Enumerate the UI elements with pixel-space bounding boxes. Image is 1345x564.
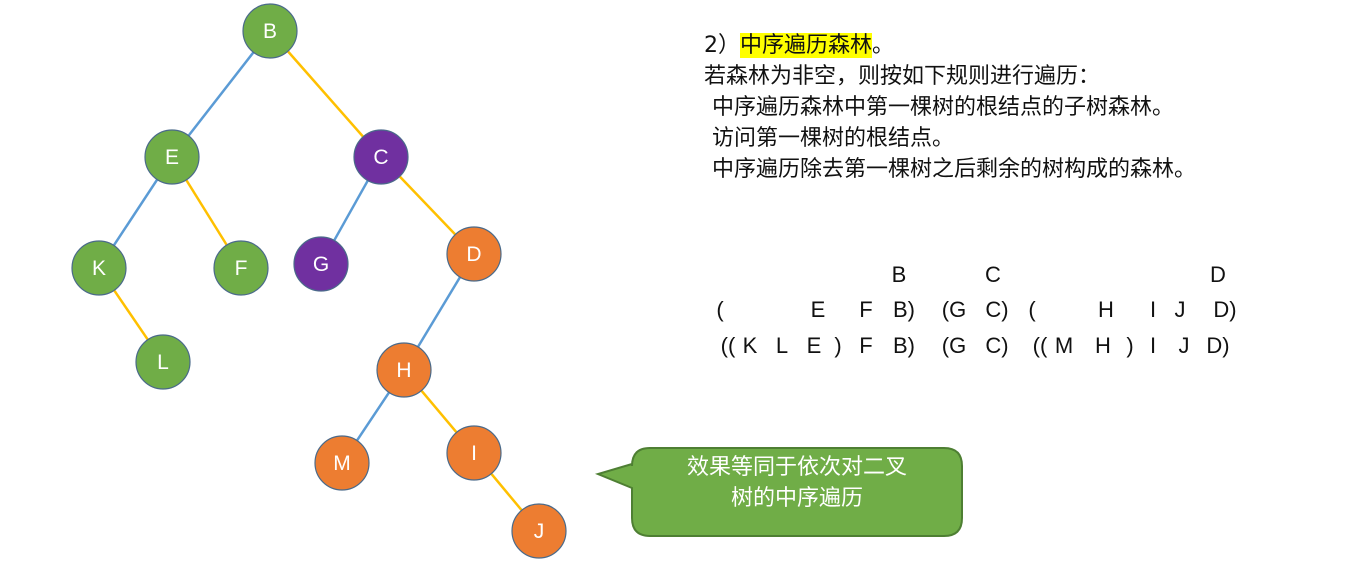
sequence-row0-token: D — [1210, 262, 1226, 287]
node-label-L: L — [157, 351, 169, 374]
edge-B-E — [186, 49, 256, 139]
sequence-row1-token: ( — [1028, 297, 1036, 322]
sequence-row2-token: K — [742, 333, 758, 358]
node-circle-C — [353, 129, 409, 185]
node-H: H — [376, 342, 432, 398]
sequence-row1-token: J — [1174, 297, 1186, 322]
edge-C-D — [397, 174, 458, 237]
sequence-row1-token: (G — [941, 297, 967, 322]
callout-line-2: 树的中序遍历 — [730, 486, 863, 511]
binary-tree-diagram: B E C K F G D L H M I J — [71, 3, 567, 559]
sequence-row2-token: ) — [834, 333, 842, 358]
sequence-row1-token: C) — [985, 297, 1009, 322]
node-label-B: B — [263, 20, 277, 43]
node-label-E: E — [165, 146, 179, 169]
heading-highlight: 中序遍历森林 — [740, 33, 873, 58]
node-label-G: G — [313, 253, 329, 276]
rule-step-1: 中序遍历森林中第一棵树的根结点的子树森林。 — [712, 95, 1175, 120]
node-E: E — [144, 129, 200, 185]
traversal-description: 2）中序遍历森林。 若森林为非空，则按如下规则进行遍历： 中序遍历森林中第一棵树… — [704, 30, 1196, 185]
sequence-row2-token: F — [859, 333, 873, 358]
sequence-row2-token: J — [1178, 333, 1190, 358]
edge-E-F — [184, 177, 229, 248]
sequence-row1-token: H — [1098, 297, 1114, 322]
node-K: K — [71, 240, 127, 296]
rule-intro: 若森林为非空，则按如下规则进行遍历： — [704, 64, 1101, 89]
sequence-row1-token: D) — [1213, 297, 1237, 322]
sequence-row2-token: L — [775, 333, 789, 358]
sequence-row2-token: M — [1054, 333, 1074, 358]
sequence-row2-token: E — [806, 333, 822, 358]
callout-bubble — [594, 447, 963, 537]
heading-number: 2） — [704, 33, 740, 58]
node-circle-K — [71, 240, 127, 296]
sequence-row2-token: ) — [1126, 333, 1134, 358]
node-circle-B — [242, 3, 298, 59]
edge-H-M — [354, 390, 392, 443]
sequence-row2-token: H — [1095, 333, 1111, 358]
sequence-row1-token: E — [810, 297, 826, 322]
sequence-row2-token: (( — [1032, 333, 1048, 358]
node-B: B — [242, 3, 298, 59]
node-label-D: D — [466, 243, 481, 266]
node-I: I — [446, 425, 502, 481]
node-label-M: M — [333, 452, 351, 475]
node-label-I: I — [471, 442, 477, 465]
rule-step-2: 访问第一棵树的根结点。 — [712, 126, 955, 151]
edge-E-K — [111, 177, 160, 248]
node-circle-H — [376, 342, 432, 398]
heading: 2）中序遍历森林。 — [704, 30, 1196, 61]
node-circle-G — [293, 236, 349, 292]
sequence-row2-token: B) — [893, 333, 915, 358]
node-label-F: F — [235, 257, 248, 280]
edge-C-G — [332, 178, 370, 243]
edge-D-H — [415, 274, 463, 350]
edge-B-C — [285, 48, 366, 140]
edge-H-I — [419, 388, 459, 435]
node-C: C — [353, 129, 409, 185]
node-circle-E — [144, 129, 200, 185]
callout-line-1: 效果等同于依次对二叉 — [686, 455, 907, 480]
sequence-row0-token: C — [985, 262, 1001, 287]
edge-I-J — [489, 471, 524, 513]
sequence-row1-token: F — [859, 297, 873, 322]
node-M: M — [314, 435, 370, 491]
node-label-H: H — [396, 359, 411, 382]
sequence-row2-token: C) — [985, 333, 1009, 358]
node-label-K: K — [92, 257, 106, 280]
node-circle-I — [446, 425, 502, 481]
sequence-row0-token: B — [891, 262, 907, 287]
sequence-row2-token: (( — [720, 333, 736, 358]
node-circle-D — [446, 226, 502, 282]
sequence-row2-token: (G — [941, 333, 967, 358]
sequence-row1-token: I — [1149, 297, 1157, 322]
node-D: D — [446, 226, 502, 282]
sequence-row1-token: B) — [893, 297, 915, 322]
sequence-row2-token: I — [1149, 333, 1157, 358]
heading-end: 。 — [872, 33, 895, 58]
sequence-row2-token: D) — [1206, 333, 1230, 358]
sequence-row1-token: ( — [716, 297, 724, 322]
node-circle-F — [213, 240, 269, 296]
node-G: G — [293, 236, 349, 292]
node-circle-L — [135, 334, 191, 390]
node-label-C: C — [373, 146, 388, 169]
node-label-J: J — [534, 520, 545, 543]
callout-text: 效果等同于依次对二叉 树的中序遍历 — [632, 452, 962, 514]
node-circle-M — [314, 435, 370, 491]
rule-step-3: 中序遍历除去第一棵树之后剩余的树构成的森林。 — [712, 157, 1197, 182]
node-L: L — [135, 334, 191, 390]
edge-K-L — [112, 287, 150, 343]
node-F: F — [213, 240, 269, 296]
node-J: J — [511, 503, 567, 559]
node-circle-J — [511, 503, 567, 559]
